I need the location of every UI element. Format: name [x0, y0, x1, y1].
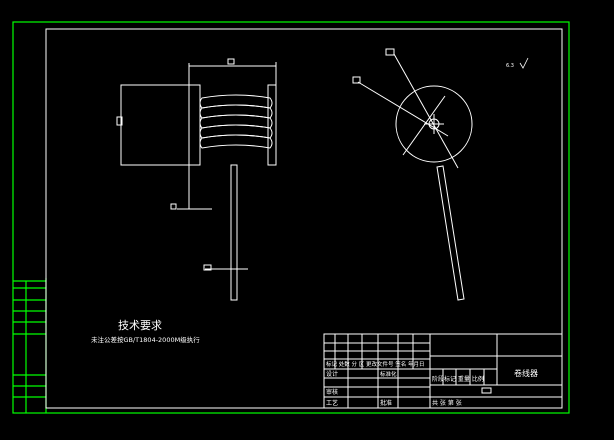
title-block-design: 设计: [326, 370, 338, 378]
title-block-review: 审核: [326, 388, 338, 396]
drum-tab: [116, 116, 123, 126]
reel-front-view: [352, 48, 473, 301]
title-block-outline: [323, 333, 563, 409]
title-block-process: 工艺: [326, 399, 338, 407]
leader-line: [402, 95, 446, 156]
spring-coil: [199, 94, 273, 149]
surface-finish-mark: [519, 57, 529, 69]
scale-box: [481, 387, 492, 394]
callout-box: [385, 48, 395, 56]
callout-box: [203, 264, 212, 271]
leader-line: [357, 81, 449, 137]
callout-box: [227, 58, 235, 65]
sheet-frame: [12, 21, 570, 414]
title-block-stage-scale-row: 阶段标记 重量 比例: [432, 375, 484, 383]
surface-roughness-label: 6.3: [506, 63, 514, 69]
outer-border: [12, 21, 570, 414]
title-block-header-row: 标记 处数 分 区 更改文件号 签名 年月日: [326, 360, 425, 368]
reel-disc: [395, 85, 473, 163]
title-block-drawing-name: 卷线器: [514, 368, 538, 378]
inner-border: [45, 28, 563, 409]
technical-requirements-body: 未注公差按GB/T1804-2000M级执行: [91, 335, 200, 344]
title-block-approve: 批准: [380, 399, 392, 407]
drum-body: [120, 84, 201, 166]
callout-box: [352, 76, 361, 84]
technical-requirements-title: 技术要求: [118, 319, 162, 332]
leader-line: [393, 53, 459, 169]
handle-shaft: [230, 164, 238, 301]
reel-side-view: [116, 58, 277, 301]
callout-box: [170, 203, 177, 210]
title-block: [323, 333, 563, 409]
handle-arm: [436, 165, 465, 301]
title-block-standardization: 标准化: [380, 370, 397, 378]
end-flange: [267, 84, 277, 166]
title-block-sheets-row: 共 张 第 张: [432, 399, 462, 407]
